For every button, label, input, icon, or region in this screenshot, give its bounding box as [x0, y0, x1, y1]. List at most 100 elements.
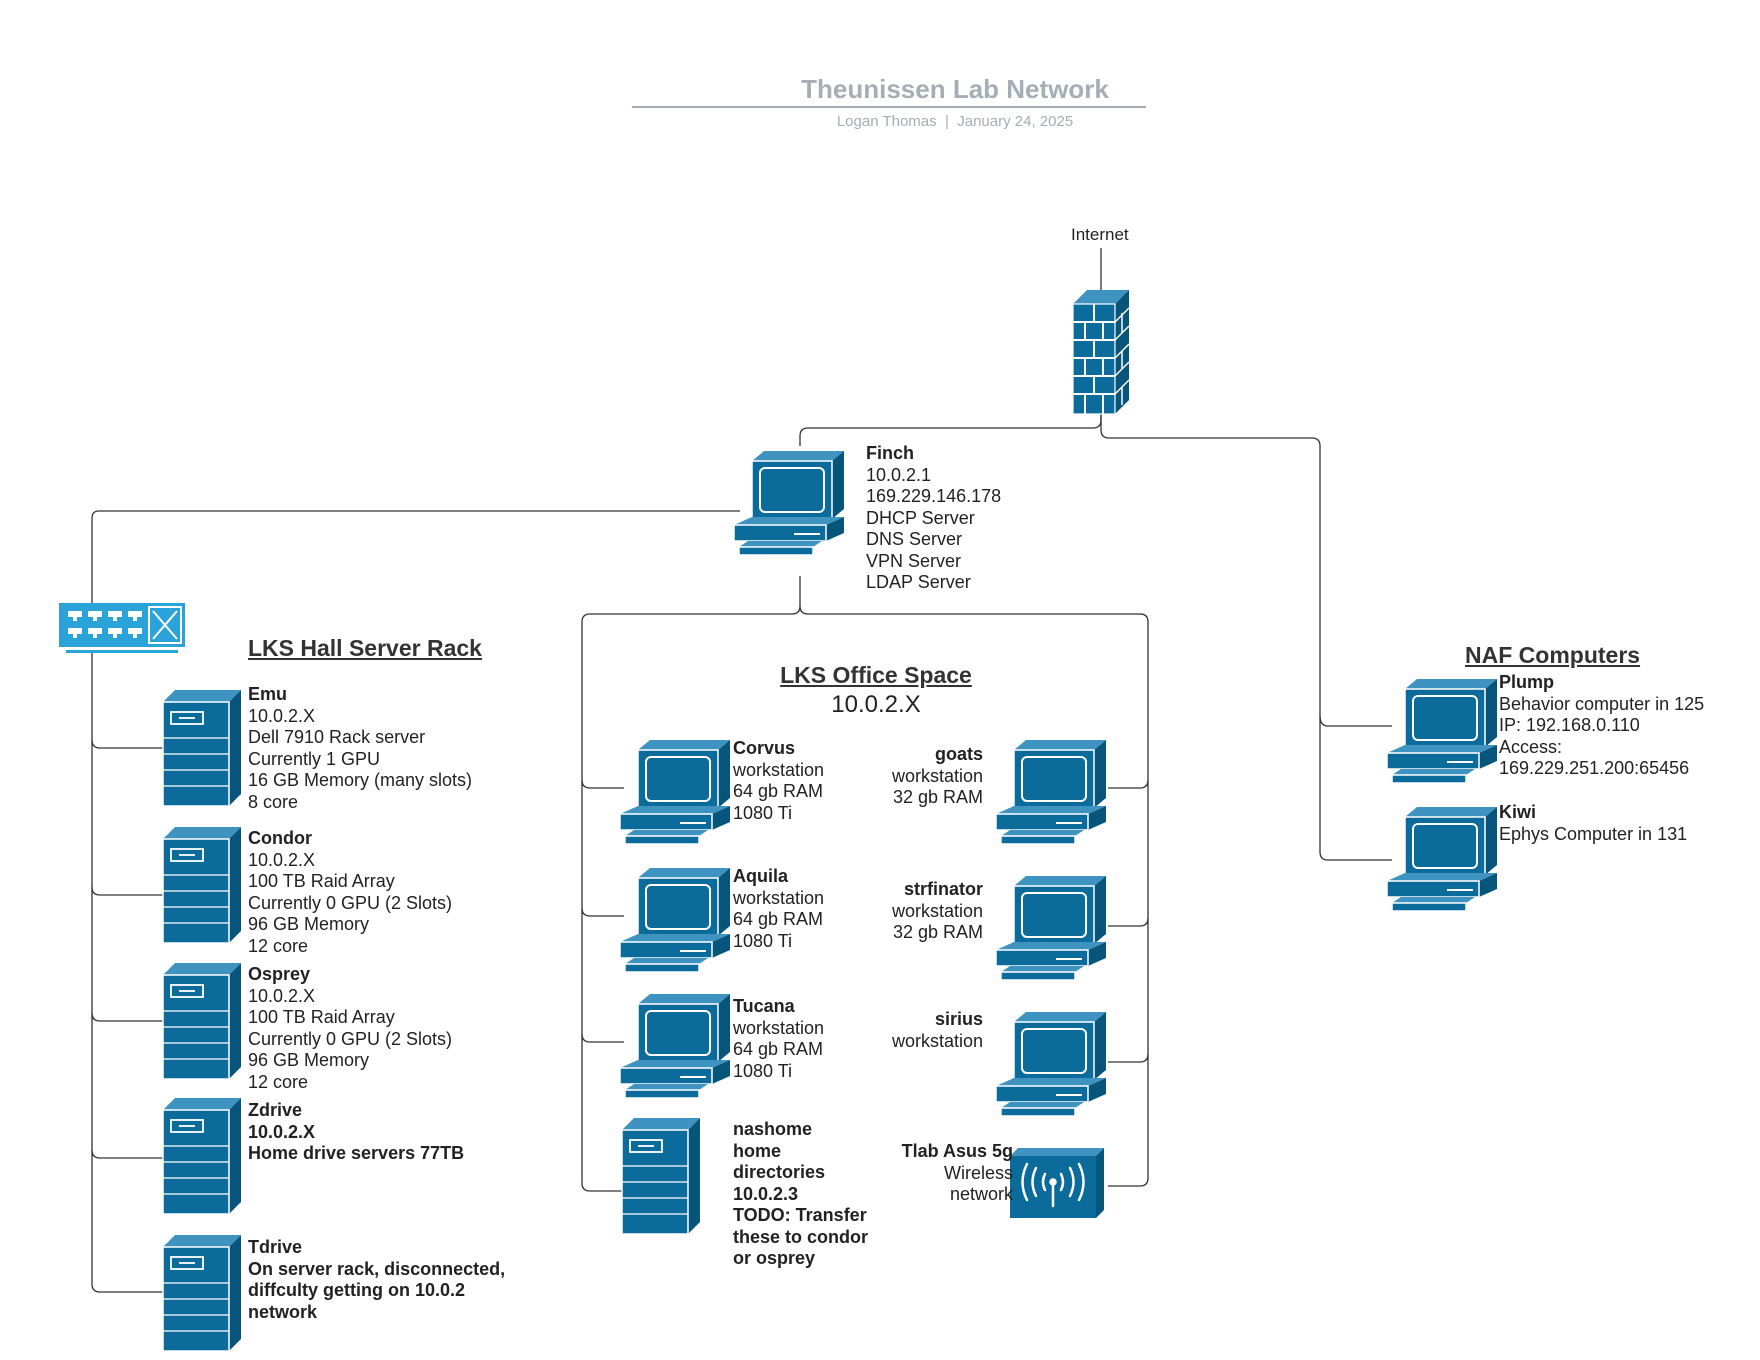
plump-detail: 169.229.251.200:65456 [1499, 758, 1690, 778]
nashome-detail: 10.0.2.3 [733, 1183, 799, 1204]
aquila-name: Aquila [733, 866, 789, 886]
nashome-detail: directories [733, 1162, 826, 1182]
corvus-detail: 64 gb RAM [733, 781, 824, 801]
osprey-detail: 12 core [248, 1071, 309, 1092]
sirius-line [1108, 1053, 1149, 1063]
strfinator-name: strfinator [903, 879, 983, 899]
finch-to-office-line [581, 576, 801, 1192]
strfinator-detail: 32 gb RAM [892, 922, 983, 942]
server-rack-heading: LKS Hall Server Rack [248, 635, 482, 661]
corvus-detail: workstation [733, 759, 825, 780]
page-subtitle: Logan Thomas | January 24, 2025 [630, 113, 1280, 130]
page-title: Theunissen Lab Network [801, 74, 1109, 104]
aquila-detail: 64 gb RAM [733, 909, 824, 929]
tlab-wireless-detail: Wireless [943, 1162, 1013, 1183]
finch-computer-icon [733, 450, 845, 556]
wireless-router-icon [1010, 1148, 1104, 1218]
goats-name: goats [934, 744, 983, 764]
nashome-detail: home [733, 1140, 782, 1161]
zdrive-detail: 10.0.2.X [248, 1121, 316, 1142]
osprey-server-icon [162, 962, 242, 1080]
tlab-wireless-detail: network [949, 1184, 1013, 1204]
plump-detail: IP: 192.168.0.110 [1499, 715, 1640, 735]
kiwi-name: Kiwi [1499, 802, 1537, 822]
finch-label: Finch 10.0.2.1 169.229.146.178 DHCP Serv… [866, 443, 1001, 594]
strfinator-computer-icon [995, 875, 1107, 981]
osprey-line [91, 1012, 166, 1022]
nashome-detail: these to condor [733, 1226, 869, 1247]
goats-line [1108, 779, 1149, 789]
aquila-computer-icon [619, 867, 731, 973]
zdrive-line [91, 1149, 166, 1159]
firewall-icon [1072, 290, 1130, 415]
osprey-detail: 10.0.2.X [248, 985, 316, 1006]
finch-to-switch-line [91, 510, 740, 605]
finch-ip: 10.0.2.1 [866, 464, 932, 485]
sirius-computer-icon [995, 1011, 1107, 1117]
tdrive-detail: On server rack, disconnected, [248, 1258, 506, 1279]
nashome-name: nashome [733, 1119, 813, 1139]
condor-label: Condor 10.0.2.X 100 TB Raid Array Curren… [248, 828, 452, 957]
emu-detail: 10.0.2.X [248, 705, 316, 726]
sirius-label: sirius workstation [800, 1009, 983, 1052]
finch-vpn: VPN Server [866, 550, 962, 571]
network-switch-icon [59, 603, 185, 653]
sirius-detail: workstation [891, 1030, 983, 1051]
plump-name: Plump [1499, 672, 1555, 692]
finch-to-office-right-line [799, 605, 1149, 1187]
tdrive-detail: network [248, 1301, 318, 1322]
nashome-server-icon [621, 1117, 701, 1235]
tdrive-name: Tdrive [248, 1237, 303, 1257]
tdrive-detail: diffculty getting on 10.0.2 [248, 1280, 466, 1300]
nashome-detail: TODO: Transfer [733, 1205, 867, 1225]
condor-detail: 100 TB Raid Array [248, 871, 395, 891]
sirius-name: sirius [934, 1009, 983, 1029]
tucana-computer-icon [619, 993, 731, 1099]
emu-server-icon [162, 689, 242, 807]
corvus-detail: 1080 Ti [733, 802, 793, 823]
kiwi-label: Kiwi Ephys Computer in 131 [1499, 802, 1687, 845]
subtitle-separator: | [944, 113, 949, 130]
firewall-to-finch-line [799, 414, 1102, 446]
osprey-label: Osprey 10.0.2.X 100 TB Raid Array Curren… [248, 964, 452, 1093]
strfinator-label: strfinator workstation 32 gb RAM [800, 879, 983, 944]
corvus-name: Corvus [733, 738, 796, 758]
aquila-line [581, 907, 624, 917]
finch-dns: DNS Server [866, 529, 963, 549]
aquila-detail: workstation [733, 887, 825, 908]
goats-detail: workstation [891, 765, 983, 786]
connector-lines [91, 248, 1392, 1293]
office-heading: LKS Office Space [780, 662, 972, 688]
naf-heading: NAF Computers [1465, 642, 1641, 668]
firewall-to-naf-line [1100, 414, 1392, 861]
kiwi-computer-icon [1386, 806, 1498, 912]
osprey-detail: 100 TB Raid Array [248, 1007, 395, 1027]
corvus-line [581, 779, 624, 789]
corvus-computer-icon [619, 739, 731, 845]
finch-ldap: LDAP Server [866, 572, 971, 592]
zdrive-name: Zdrive [248, 1100, 303, 1120]
tucana-detail: 1080 Ti [733, 1060, 793, 1081]
emu-label: Emu 10.0.2.X Dell 7910 Rack server Curre… [248, 684, 472, 813]
condor-detail: 12 core [248, 935, 309, 956]
nashome-detail: or osprey [733, 1248, 816, 1268]
emu-detail: Dell 7910 Rack server [248, 727, 426, 747]
plump-computer-icon [1386, 678, 1498, 784]
strfinator-line [1108, 917, 1149, 927]
plump-detail: Access: [1499, 736, 1563, 757]
finch-name: Finch [866, 443, 914, 463]
goats-computer-icon [995, 739, 1107, 845]
server-bus-line [91, 650, 166, 1293]
condor-detail: Currently 0 GPU (2 Slots) [248, 892, 453, 913]
condor-name: Condor [248, 828, 312, 848]
emu-detail: 16 GB Memory (many slots) [248, 770, 473, 790]
office-subnet: 10.0.2.X [831, 691, 921, 718]
emu-name: Emu [248, 684, 288, 704]
goats-detail: 32 gb RAM [892, 787, 983, 807]
goats-label: goats workstation 32 gb RAM [800, 744, 983, 809]
author-name: Logan Thomas [836, 113, 937, 130]
zdrive-label: Zdrive 10.0.2.X Home drive servers 77TB [248, 1100, 464, 1165]
tucana-label: Tucana workstation 64 gb RAM 1080 Ti [733, 996, 824, 1082]
condor-server-icon [162, 826, 242, 944]
